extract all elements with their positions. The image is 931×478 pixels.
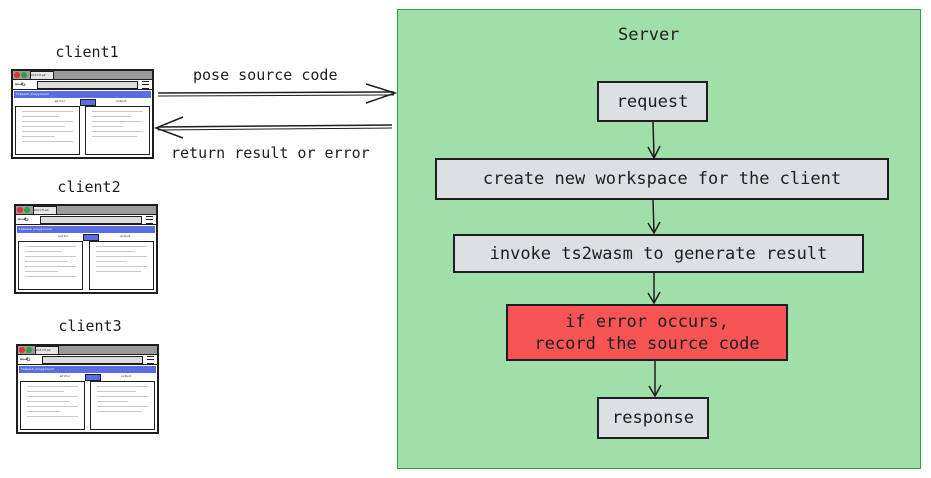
output-heading: output xyxy=(120,374,132,378)
output-heading: output xyxy=(115,99,127,103)
close-dot-icon xyxy=(19,347,25,353)
hamburger-icon xyxy=(147,356,154,364)
output-pane xyxy=(90,381,155,430)
minimize-dot-icon xyxy=(24,207,30,213)
nav-arrows-icon: ←→↻ xyxy=(15,80,26,88)
app-banner: ts2wasm playground xyxy=(14,91,151,98)
client1-browser: Untitled ←→↻ ts2wasm playground editor o… xyxy=(11,69,154,159)
close-dot-icon xyxy=(17,207,23,213)
output-pane xyxy=(89,241,154,290)
server-title: Server xyxy=(618,25,680,45)
browser-title-bar: Untitled xyxy=(13,71,152,80)
browser-address-bar: ←→↻ xyxy=(18,355,157,365)
editor-pane xyxy=(20,381,85,430)
client3-browser: Untitled ←→↻ ts2wasm playground editor o… xyxy=(16,344,159,434)
editor-heading: editor xyxy=(54,99,66,103)
output-heading: output xyxy=(119,234,131,238)
close-dot-icon xyxy=(14,72,20,78)
browser-address-bar: ←→↻ xyxy=(13,80,152,90)
run-button xyxy=(83,234,100,241)
step-request: request xyxy=(597,81,708,122)
minimize-dot-icon xyxy=(21,72,27,78)
client2-label: client2 xyxy=(57,178,121,196)
editor-pane xyxy=(18,241,83,290)
request-arrow-label: pose source code xyxy=(193,66,338,84)
output-pane xyxy=(85,106,150,155)
minimize-dot-icon xyxy=(26,347,32,353)
editor-heading: editor xyxy=(59,374,71,378)
browser-title-bar: Untitled xyxy=(18,346,157,355)
editor-heading: editor xyxy=(58,234,69,238)
app-banner: ts2wasm playground xyxy=(19,366,156,373)
browser-title-bar: Untitled xyxy=(16,206,156,215)
nav-arrows-icon: ←→↻ xyxy=(20,355,31,363)
response-arrow xyxy=(153,116,393,139)
nav-arrows-icon: ←→↻ xyxy=(18,215,29,223)
app-banner: ts2wasm playground xyxy=(17,226,155,233)
url-field xyxy=(40,216,142,224)
pane-headings: editor output xyxy=(18,374,157,380)
step-error-record: if error occurs,record the source code xyxy=(506,304,788,361)
request-arrow xyxy=(157,83,398,104)
client1-label: client1 xyxy=(55,43,119,61)
run-button xyxy=(84,374,101,381)
browser-tab: Untitled xyxy=(30,71,54,80)
url-field xyxy=(42,356,143,364)
pane-headings: editor output xyxy=(16,234,156,240)
step-response: response xyxy=(597,397,709,439)
pane-headings: editor output xyxy=(13,99,152,105)
step-invoke-ts2wasm: invoke ts2wasm to generate result xyxy=(453,234,864,273)
hamburger-icon xyxy=(142,81,149,89)
editor-pane xyxy=(15,106,80,155)
response-arrow-label: return result or error xyxy=(171,144,370,162)
browser-tab: Untitled xyxy=(35,346,59,355)
client3-label: client3 xyxy=(58,317,122,335)
browser-address-bar: ←→↻ xyxy=(16,215,156,225)
run-button xyxy=(79,99,96,106)
step-create-workspace: create new workspace for the client xyxy=(435,158,889,200)
client2-browser: Untitled ←→↻ ts2wasm playground editor o… xyxy=(14,204,158,294)
url-field xyxy=(37,81,138,89)
browser-tab: Untitled xyxy=(33,206,57,215)
hamburger-icon xyxy=(146,216,153,224)
